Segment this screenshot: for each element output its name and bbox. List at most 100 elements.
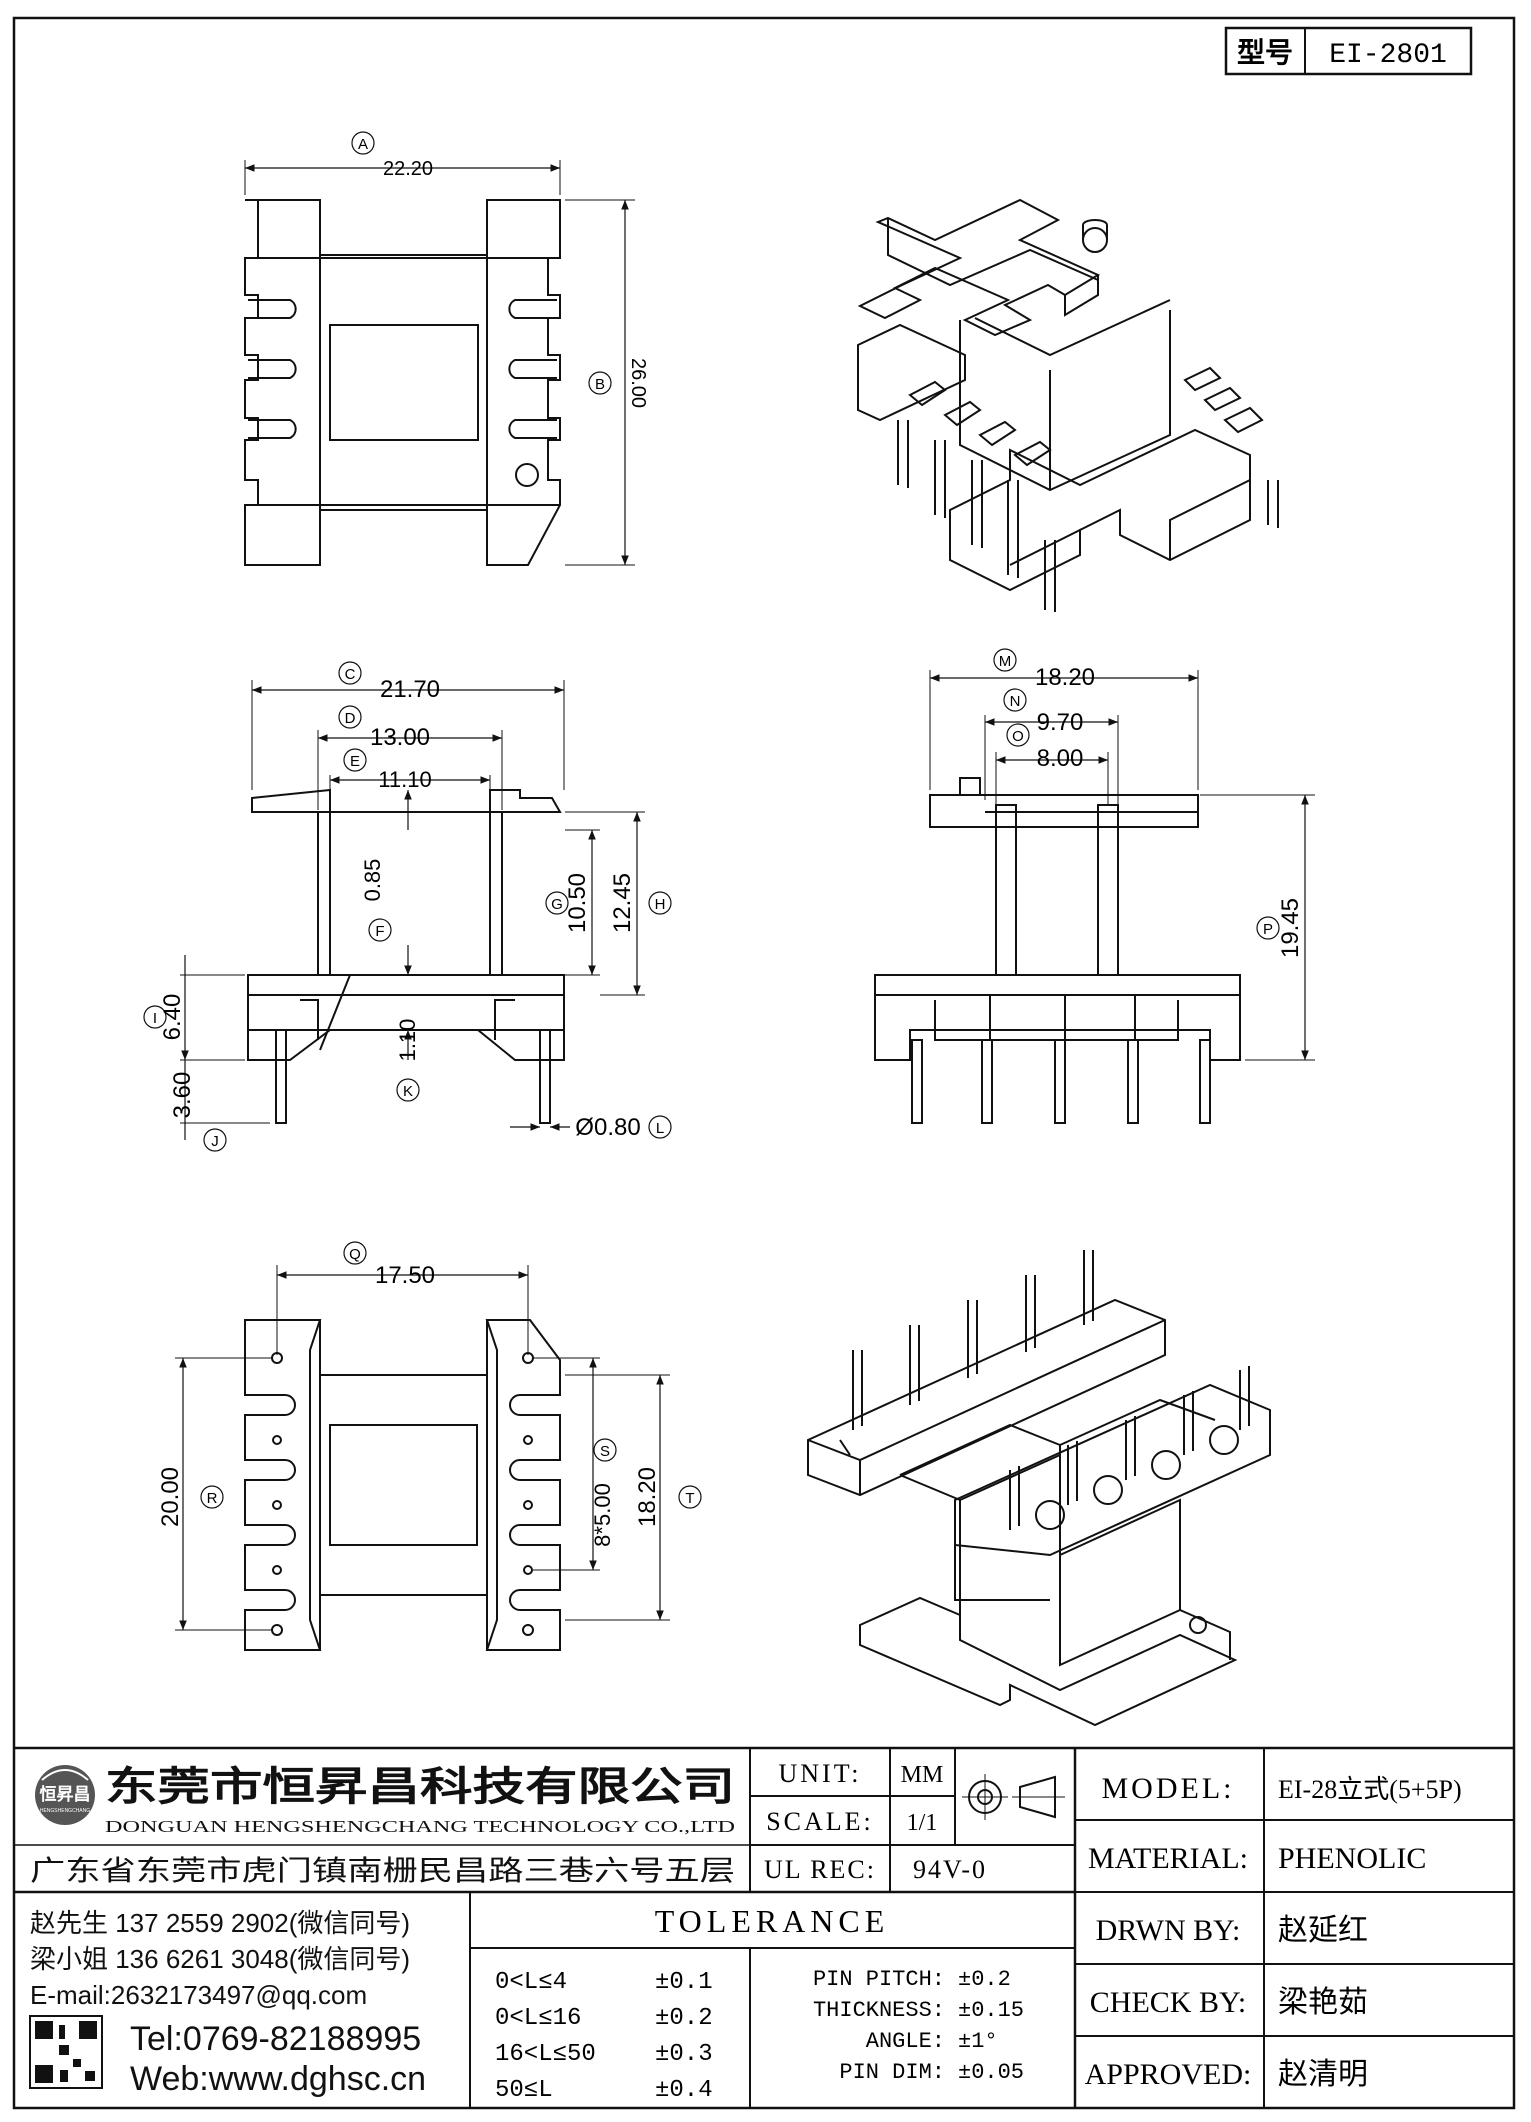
tol-thickness-label: THICKNESS: <box>813 1998 945 2023</box>
dim-g-value: 10.50 <box>564 873 591 933</box>
company-tel: Tel:0769-82188995 <box>130 2020 421 2058</box>
drawn-label: DRWN BY: <box>1096 1914 1241 1947</box>
tol-value-1: ±0.1 <box>655 1969 713 1996</box>
dim-k: K 1.10 <box>395 945 420 1102</box>
tol-pin-dim-label: PIN DIM: <box>839 2060 945 2085</box>
check-value: 梁艳茹 <box>1278 1986 1368 2019</box>
tol-pin-dim: ±0.05 <box>958 2060 1024 2085</box>
tol-thickness: ±0.15 <box>958 1998 1024 2023</box>
dim-i-value: 6.40 <box>159 994 186 1041</box>
dim-h-letter: H <box>655 896 666 913</box>
top-view <box>244 199 561 566</box>
dim-d-letter: D <box>345 710 356 727</box>
tolerance-title: TOLERANCE <box>655 1903 890 1939</box>
front-view <box>247 788 565 1124</box>
company-address: 广东省东莞市虎门镇南栅民昌路三巷六号五层 <box>30 1855 735 1886</box>
qr-code <box>29 2015 103 2089</box>
tol-pin-pitch: ±0.2 <box>958 1967 1011 1992</box>
dim-l-letter: L <box>656 1120 664 1137</box>
contact-email: E-mail:2632173497@qq.com <box>30 1980 367 2010</box>
dim-n: N 9.70 <box>984 688 1119 805</box>
logo-text: 恒昇昌 <box>40 1784 91 1804</box>
contact-zhao: 赵先生 137 2559 2902(微信同号) <box>30 1908 410 1938</box>
tol-range-4: 50≤L <box>495 2077 553 2104</box>
logo-subtext: HENGSHENGCHANG <box>40 1808 90 1814</box>
model-number-box: 型号 EI-2801 <box>1224 26 1473 76</box>
model-value: EI-28立式(5+5P) <box>1278 1775 1462 1804</box>
dim-p-value: 19.45 <box>1277 898 1304 958</box>
model-number-label: 型号 <box>1237 37 1293 68</box>
dim-g: G 10.50 <box>545 829 600 976</box>
dim-j-value: 3.60 <box>169 1072 196 1119</box>
tol-value-3: ±0.3 <box>655 2041 713 2068</box>
dim-o-value: 8.00 <box>1037 745 1084 772</box>
dim-g-letter: G <box>551 896 563 913</box>
scale-label: SCALE: <box>766 1807 874 1836</box>
title-block <box>14 1746 1514 2108</box>
tol-angle: ±1° <box>958 2029 998 2054</box>
side-view <box>874 777 1241 1124</box>
tol-value-2: ±0.2 <box>655 2005 713 2032</box>
dim-b-letter: B <box>595 376 605 393</box>
dim-j-letter: J <box>211 1133 219 1150</box>
dim-h-value: 12.45 <box>609 873 636 933</box>
tol-range-3: 16<L≤50 <box>495 2041 596 2068</box>
company-name-cn: 东莞市恒昇昌科技有限公司 <box>105 1765 735 1809</box>
contact-liang: 梁小姐 136 6261 3048(微信同号) <box>30 1944 410 1974</box>
tol-pin-pitch-label: PIN PITCH: <box>813 1967 945 1992</box>
dim-t-letter: T <box>685 1490 694 1507</box>
sheet-border <box>12 16 1516 2110</box>
dim-d-value: 13.00 <box>370 724 430 751</box>
isometric-view-bottom <box>807 1250 1271 1727</box>
dim-s-value: 8*5.00 <box>590 1483 615 1547</box>
dim-t: T 18.20 <box>565 1374 702 1621</box>
dim-c-value: 21.70 <box>380 676 440 703</box>
company-logo: 恒昇昌 HENGSHENGCHANG <box>35 1765 95 1825</box>
dim-q-value: 17.50 <box>375 1262 435 1289</box>
dim-r-value: 20.00 <box>157 1467 184 1527</box>
dim-n-value: 9.70 <box>1037 709 1084 736</box>
company-name-en: DONGUAN HENGSHENGCHANG TECHNOLOGY CO.,LT… <box>105 1817 735 1836</box>
dim-a-value: 22.20 <box>383 158 433 180</box>
model-label: MODEL: <box>1102 1772 1235 1805</box>
material-label: MATERIAL: <box>1088 1842 1248 1875</box>
dim-i: I 6.40 <box>143 955 245 1061</box>
dim-o: O 8.00 <box>995 723 1109 805</box>
tol-value-4: ±0.4 <box>655 2077 713 2104</box>
dim-p: P 19.45 <box>1200 794 1315 1061</box>
dim-k-value: 1.10 <box>395 1019 420 1062</box>
dim-k-letter: K <box>403 1083 413 1100</box>
dim-f-value: 0.85 <box>360 859 385 902</box>
dim-j: J 3.60 <box>169 1060 270 1152</box>
scale-value: 1/1 <box>907 1810 938 1836</box>
tol-angle-label: ANGLE: <box>866 2029 945 2054</box>
dim-b: B 26.00 <box>565 199 649 566</box>
dim-t-value: 18.20 <box>634 1467 661 1527</box>
tol-range-2: 0<L≤16 <box>495 2005 581 2032</box>
dim-p-letter: P <box>1263 921 1273 938</box>
dim-l: Ø0.80 L <box>510 1114 672 1141</box>
dim-c-letter: C <box>345 666 356 683</box>
unit-value: MM <box>901 1762 944 1788</box>
dim-r-letter: R <box>207 1490 218 1507</box>
dim-f: F 0.85 <box>360 790 412 942</box>
model-number-value: EI-2801 <box>1329 40 1447 71</box>
company-web: Web:www.dghsc.cn <box>130 2060 426 2098</box>
dim-e-value: 11.10 <box>378 767 431 792</box>
dim-q-letter: Q <box>349 1246 361 1263</box>
unit-label: UNIT: <box>778 1759 861 1788</box>
dim-b-value: 26.00 <box>627 358 649 408</box>
dim-f-letter: F <box>375 923 384 940</box>
approved-value: 赵清明 <box>1278 2058 1368 2091</box>
dim-n-letter: N <box>1010 693 1021 710</box>
ul-label: UL REC: <box>764 1855 876 1884</box>
dim-s: S 8*5.00 <box>533 1357 617 1571</box>
dim-h: H 12.45 <box>565 811 672 996</box>
dim-r: R 20.00 <box>157 1357 272 1631</box>
dim-o-letter: O <box>1012 728 1024 745</box>
dim-a-letter: A <box>358 136 368 153</box>
drawn-value: 赵延红 <box>1278 1914 1368 1947</box>
dim-q: Q 17.50 <box>276 1241 529 1355</box>
bottom-view <box>244 1319 561 1651</box>
dim-m-value: 18.20 <box>1035 664 1095 691</box>
